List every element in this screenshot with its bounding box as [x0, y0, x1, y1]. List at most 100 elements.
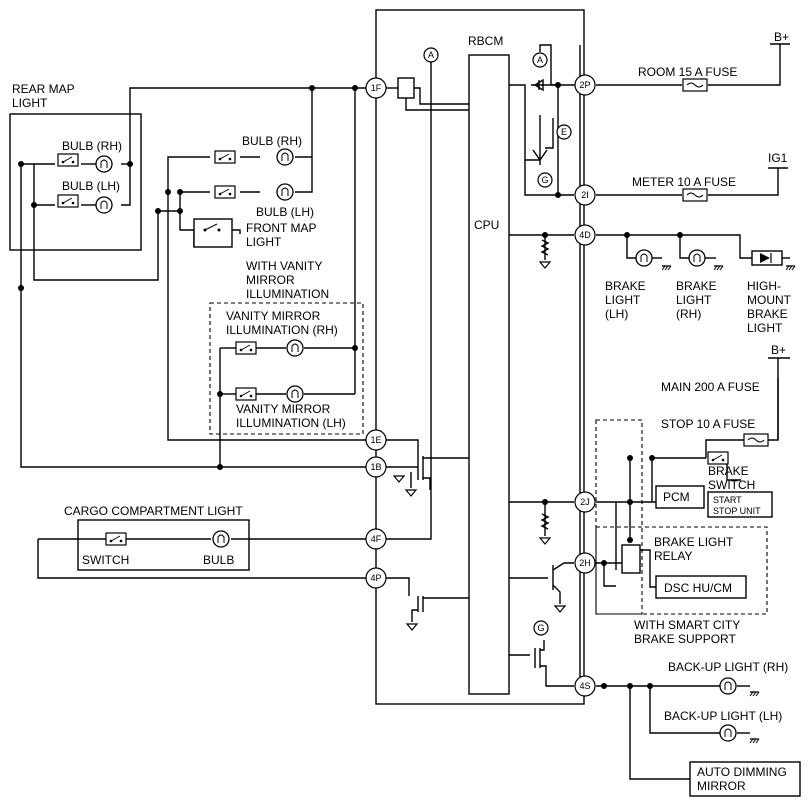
vanity-rh-switch-icon [235, 341, 257, 355]
svg-text:G: G [541, 175, 548, 185]
marker-e: E [556, 124, 572, 140]
start-stop-1: START [713, 495, 742, 505]
connector-2H: 2H [574, 552, 596, 574]
connector-2I: 2I [574, 184, 596, 206]
high-mount-2: MOUNT [747, 293, 792, 307]
connector-4P: 4P [365, 567, 387, 589]
marker-g-bottom: G [533, 620, 549, 636]
meter-fuse-icon [682, 188, 708, 202]
brake-light-rh-1: BRAKE [676, 279, 717, 293]
svg-text:2I: 2I [581, 190, 589, 200]
auto-dimming-2: MIRROR [697, 779, 746, 793]
brake-rh-bulb-icon [688, 249, 706, 267]
front-bulb-lh-label: BULB (LH) [256, 205, 314, 219]
vanity-lh-switch-icon [235, 387, 257, 401]
ground-icon [406, 623, 418, 631]
rear-rh-switch-icon [57, 153, 79, 167]
connector-4F: 4F [365, 528, 387, 550]
ground-icon [661, 265, 672, 271]
rear-map-light-label-1: REAR MAP [12, 82, 75, 96]
high-mount-1: HIGH- [747, 279, 781, 293]
svg-text:1F: 1F [371, 83, 382, 93]
brake-lh-bulb-icon [635, 249, 653, 267]
front-map-switch-icon [193, 218, 233, 248]
svg-text:4D: 4D [579, 230, 591, 240]
brake-switch-icon [707, 451, 729, 465]
rear-bulb-lh-label: BULB (LH) [62, 179, 120, 193]
svg-text:4P: 4P [370, 573, 381, 583]
pcm-label: PCM [663, 490, 690, 504]
svg-text:1B: 1B [370, 462, 381, 472]
svg-text:A: A [537, 55, 543, 65]
with-vanity-label-2: MIRROR [246, 273, 295, 287]
rear-rh-bulb-icon [95, 155, 113, 173]
backup-rh-label: BACK-UP LIGHT (RH) [668, 660, 788, 674]
connector-1E: 1E [365, 429, 387, 451]
ground-icon [749, 691, 760, 697]
backup-rh-bulb-icon [719, 677, 737, 695]
auto-dimming-box [689, 761, 801, 797]
ground-icon [785, 265, 796, 271]
ig1-label: IG1 [768, 151, 788, 165]
dsc-label: DSC HU/CM [664, 581, 732, 595]
start-stop-box [707, 491, 773, 518]
relay-label-1: BRAKE LIGHT [654, 535, 734, 549]
ground-icon [539, 261, 551, 269]
vanity-lh-label-2: ILLUMINATION (LH) [236, 416, 346, 430]
svg-text:E: E [561, 127, 567, 137]
marker-g-mid: G [537, 172, 553, 188]
rear-bulb-rh-label: BULB (RH) [62, 139, 122, 153]
room-fuse-icon [682, 78, 708, 92]
scbs-dashed-box [595, 419, 643, 615]
front-rh-switch-icon [214, 150, 236, 164]
high-mount-4: LIGHT [747, 321, 783, 335]
brake-light-rh-3: (RH) [676, 307, 701, 321]
b-plus-2-label: B+ [771, 343, 786, 357]
stop-fuse-label: STOP 10 A FUSE [661, 417, 755, 431]
marker-a-top: A [423, 47, 439, 63]
brake-light-lh-2: LIGHT [605, 293, 641, 307]
ground-icon [539, 537, 551, 545]
cargo-switch-icon [105, 532, 127, 546]
backup-lh-bulb-icon [719, 724, 737, 742]
rear-lh-switch-icon [57, 194, 79, 208]
vanity-rh-bulb-icon [286, 339, 304, 357]
svg-text:4S: 4S [579, 681, 590, 691]
rbcm-label: RBCM [468, 34, 503, 48]
svg-text:A: A [428, 50, 434, 60]
pcm-box [655, 485, 705, 509]
with-vanity-label-3: ILLUMINATION [246, 287, 329, 301]
ground-icon [713, 265, 724, 271]
connector-2P: 2P [574, 74, 596, 96]
svg-text:2P: 2P [579, 80, 590, 90]
backup-lh-label: BACK-UP LIGHT (LH) [664, 709, 782, 723]
scbs-label-1: WITH SMART CITY [634, 618, 740, 632]
brake-switch-2: SWITCH [708, 478, 755, 492]
svg-text:2H: 2H [579, 558, 591, 568]
vanity-mirror-box [209, 302, 364, 435]
brake-switch-1: BRAKE [708, 464, 749, 478]
cargo-light-label: CARGO COMPARTMENT LIGHT [64, 504, 243, 518]
meter-fuse-label: METER 10 A FUSE [632, 175, 736, 189]
vanity-lh-bulb-icon [286, 385, 304, 403]
svg-text:1E: 1E [370, 435, 381, 445]
cpu-block [468, 54, 510, 695]
marker-a-right: A [532, 52, 548, 68]
connector-1F: 1F [365, 77, 387, 99]
cargo-bulb-label: BULB [203, 553, 234, 567]
stop-fuse-icon [743, 433, 769, 447]
connector-4D: 4D [574, 224, 596, 246]
ground-icon [554, 605, 566, 613]
rear-lh-bulb-icon [95, 196, 113, 214]
rear-map-light-label-2: LIGHT [12, 96, 48, 110]
connector-1B: 1B [365, 456, 387, 478]
room-fuse-label: ROOM 15 A FUSE [638, 65, 737, 79]
vanity-rh-label-1: VANITY MIRROR [226, 309, 321, 323]
dsc-box [655, 575, 747, 599]
front-map-light-label-1: FRONT MAP [246, 221, 316, 235]
front-lh-bulb-icon [276, 183, 294, 201]
ground-icon [393, 475, 405, 483]
rbcm-internal-module [397, 77, 415, 99]
front-rh-bulb-icon [276, 148, 294, 166]
